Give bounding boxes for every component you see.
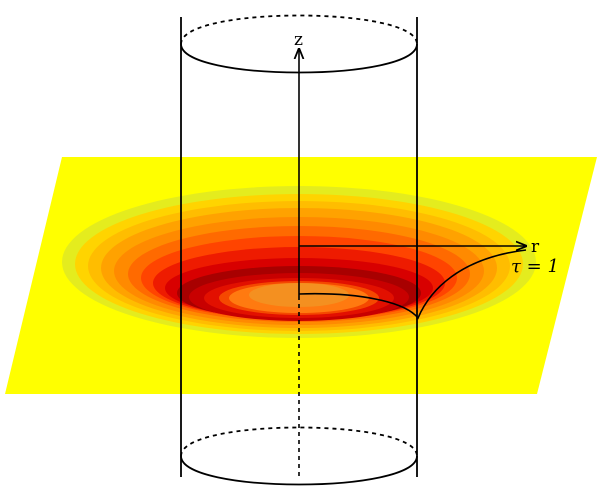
cylinder-bottom-front [180,455,418,486]
tau-surface-curve [298,249,527,320]
z-axis-label: z [294,30,303,50]
tau-label: τ = 1 [511,256,559,277]
cylinder-top-back-dashed [180,14,418,45]
cylinder-bottom-back-dashed [180,426,418,457]
r-axis-label: r [531,237,540,257]
